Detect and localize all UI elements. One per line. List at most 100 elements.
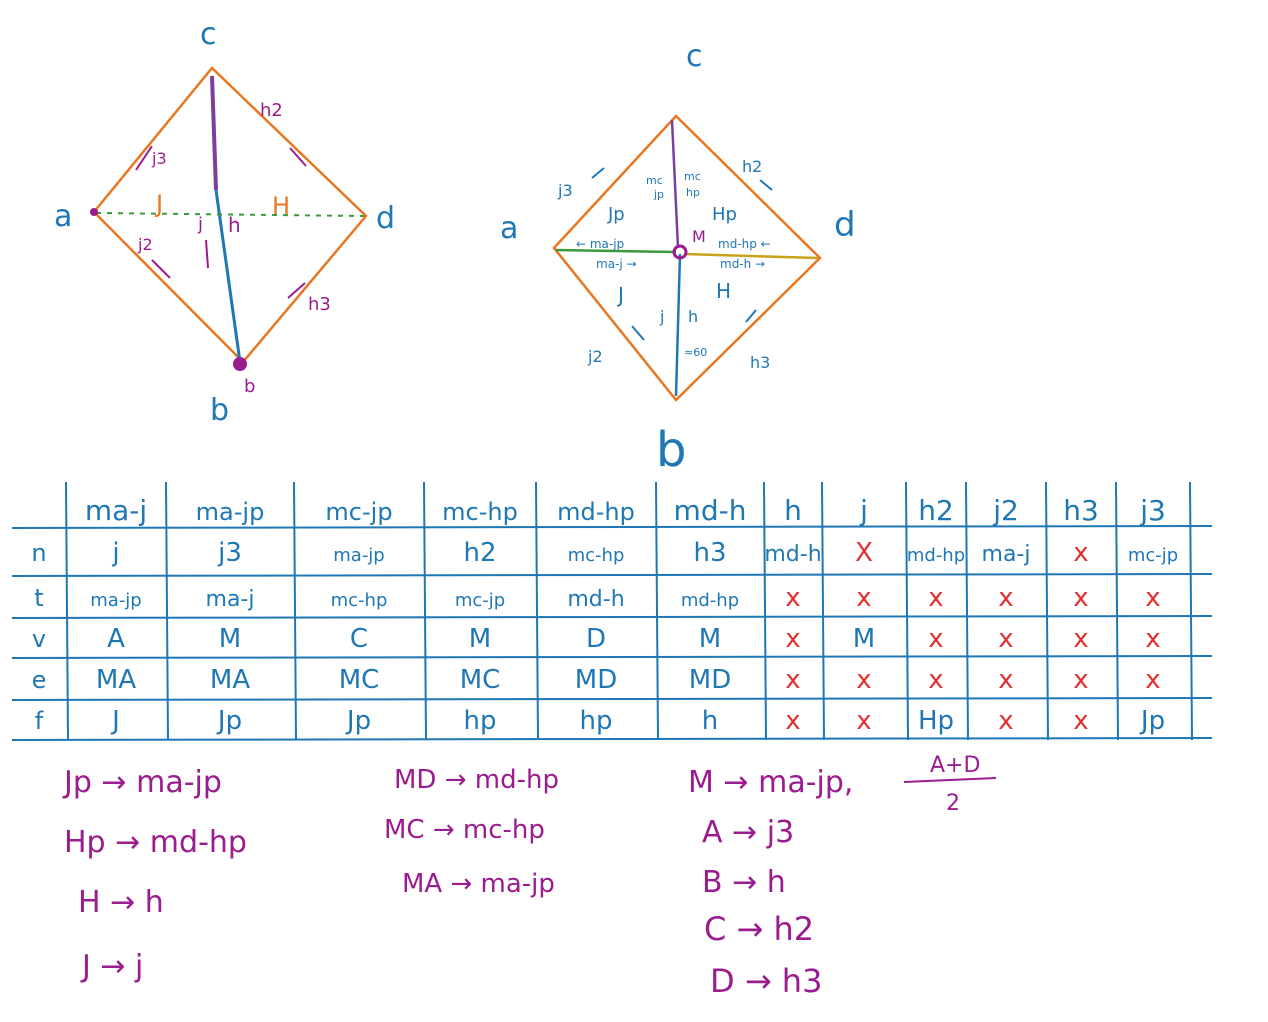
table-row-line	[11, 655, 1213, 659]
table-column-line	[1045, 481, 1049, 741]
note-col3-line5: D → h3	[710, 962, 822, 1000]
table-cell: Jp	[1139, 706, 1165, 736]
note-col2-line1: MD → md-hp	[394, 765, 559, 795]
left-label-h3: h3	[308, 294, 331, 315]
table-cell: x	[998, 665, 1013, 695]
left-vertex-b-dot	[233, 357, 247, 371]
left-label-h2: h2	[260, 100, 283, 121]
right-label-Hp: Hp	[712, 204, 737, 225]
table-cell: x	[928, 583, 943, 613]
j3-arrow	[135, 145, 153, 171]
table-column-line	[905, 481, 909, 741]
table-row-line	[11, 573, 1213, 577]
note-col3-line3: B → h	[702, 865, 786, 900]
left-label-j2: j2	[137, 235, 153, 254]
h3-arrow-right	[745, 309, 757, 323]
j3-arrow-right	[591, 167, 605, 179]
table-cell: ma-j	[206, 587, 255, 612]
table-cell: Jp	[345, 706, 371, 736]
table-header-cell: ma-j	[85, 494, 147, 527]
right-label-j3: j3	[557, 181, 573, 200]
right-label-J: J	[616, 283, 624, 307]
h2-arrow	[289, 147, 307, 167]
table-cell: x	[1073, 706, 1088, 736]
table-header-cell: j3	[1139, 494, 1166, 527]
table-header-cell: md-h	[674, 494, 747, 527]
left-label-H: H	[272, 192, 290, 220]
h2-arrow-right	[759, 179, 773, 191]
table-cell: md-h	[567, 587, 624, 612]
right-label-ma-j: ma-j →	[596, 257, 637, 271]
left-vertex-a-dot	[90, 208, 98, 216]
note-col1-line3: H → h	[78, 885, 164, 920]
table-row-label: n	[31, 539, 46, 567]
table-column-line	[965, 481, 969, 741]
left-diagram: c a d b b h2 j3 j2 h3 J H j h	[54, 17, 395, 428]
note-frac-denominator: 2	[946, 791, 960, 816]
right-horizontal-left	[555, 248, 677, 254]
table-cell: Jp	[216, 706, 242, 736]
right-label-j: j	[659, 307, 664, 326]
right-label-h3: h3	[750, 353, 770, 372]
table-column-line	[821, 481, 825, 741]
table-cell: D	[586, 624, 606, 654]
left-label-a: a	[54, 199, 72, 234]
right-label-mc-right: mc	[684, 170, 701, 183]
table-column-line	[535, 481, 539, 741]
table-cell: MA	[96, 665, 136, 695]
table-header-cell: ma-jp	[196, 498, 265, 526]
note-col3-line2: A → j3	[702, 815, 794, 850]
right-label-H: H	[716, 279, 731, 303]
table-cell: h2	[463, 538, 496, 568]
table-cell: x	[1073, 665, 1088, 695]
table-header-cell: j	[859, 494, 868, 527]
note-col1-line2: Hp → md-hp	[64, 825, 247, 860]
table-column-line	[763, 481, 767, 741]
right-label-h2: h2	[742, 157, 762, 176]
right-label-60: ≈60	[684, 346, 707, 359]
table-cell: mc-hp	[331, 590, 388, 611]
table-cell: x	[1145, 665, 1160, 695]
table-cell: M	[699, 624, 721, 654]
table-cell: h3	[693, 538, 726, 568]
right-vertical-lower	[674, 253, 682, 397]
table-column-line	[1115, 481, 1119, 741]
right-label-md-h: md-h →	[720, 257, 765, 271]
right-label-b: b	[656, 422, 686, 478]
table-cell: mc-jp	[1128, 545, 1178, 566]
right-diamond-outline	[552, 114, 822, 402]
left-diamond-outline	[92, 66, 368, 364]
table-cell: C	[350, 624, 368, 654]
table-cell: mc-hp	[568, 545, 625, 566]
left-label-j3: j3	[151, 149, 167, 168]
left-label-h: h	[228, 213, 241, 237]
table-cell: MD	[575, 665, 617, 695]
left-label-c: c	[200, 17, 217, 52]
left-dashed-horizontal	[95, 212, 365, 217]
right-label-M: M	[692, 227, 706, 246]
table-cell: M	[853, 624, 875, 654]
right-diagram: c a d b j3 h2 j2 h3 M Jp Hp J H mc jp mc…	[500, 39, 856, 478]
note-col2-line3: MA → ma-jp	[402, 869, 555, 899]
table-cell: j	[111, 538, 119, 568]
note-col3-line4: C → h2	[704, 910, 814, 948]
j-arrow	[205, 239, 209, 269]
table-column-line	[423, 481, 427, 741]
table-cell: md-hp	[907, 545, 965, 566]
center-point-M	[672, 244, 688, 260]
table-cell: j3	[217, 538, 242, 568]
table-header-cell: h	[784, 494, 802, 527]
table-cell: mc-jp	[455, 590, 505, 611]
right-label-hp: hp	[686, 186, 700, 199]
right-label-ma-jp: ← ma-jp	[576, 237, 624, 251]
table-column-line	[1189, 481, 1193, 741]
table-column-line	[655, 481, 659, 741]
table-cell: x	[856, 706, 871, 736]
table-cell: hp	[580, 706, 613, 736]
h3-arrow	[287, 282, 306, 299]
note-frac-bar	[903, 777, 997, 783]
right-label-h: h	[688, 307, 698, 326]
table-row-label: e	[32, 666, 47, 694]
